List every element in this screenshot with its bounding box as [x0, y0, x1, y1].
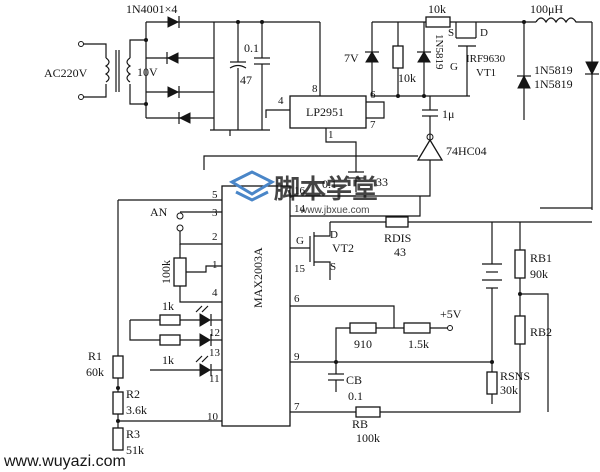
lp-pin8: 8	[312, 83, 318, 95]
output-stage: 100μH 1N5819 1N5819	[517, 2, 599, 210]
max2003a-chip: MAX2003A 5 3 2 1 4 12 13 11 10 16 14 15 …	[207, 185, 421, 427]
max-pin4: 4	[212, 287, 218, 299]
rb-val-label: 100k	[356, 431, 380, 445]
lp-pin1: 1	[328, 129, 334, 141]
rdis-ref-label: RDIS	[384, 231, 411, 245]
lp-pin4: 4	[278, 95, 284, 107]
max-pin12: 12	[209, 327, 220, 339]
diode-1n5819-c-label: 1N5819	[534, 77, 573, 91]
diode-1n5819-b-label: 1N5819	[534, 63, 573, 77]
vt1-drain-label: D	[480, 27, 488, 39]
cap-1u-label: 1μ	[442, 107, 454, 121]
inverter-74hc04-label: 74HC04	[446, 144, 487, 158]
cap-0-1-label: 0.1	[244, 41, 259, 55]
rb2-ref-label: RB2	[530, 325, 552, 339]
r2-val-label: 3.6k	[126, 403, 147, 417]
r1-val-label: 60k	[86, 365, 104, 379]
cap-47-label: 47	[240, 73, 252, 87]
rb-ref-label: RB	[352, 417, 368, 431]
r3-val-label: 51k	[126, 443, 144, 457]
zener-7v-label: 7V	[344, 51, 359, 65]
max-pin7: 7	[294, 401, 300, 413]
top-rail: 10k 7V 10k 1N5819	[344, 2, 536, 98]
vt1-ref-label: VT1	[476, 67, 496, 79]
lp-pin6: 6	[370, 89, 376, 101]
vt2-source-label: S	[330, 261, 336, 273]
vt2-gate-label: G	[296, 235, 304, 247]
watermark-footer-url: www.wuyazi.com	[3, 453, 126, 470]
ac-input: AC220V	[44, 41, 107, 100]
plus-5v-label: +5V	[440, 307, 462, 321]
vt1-source-label: S	[448, 27, 454, 39]
irf9630-label: IRF9630	[466, 53, 506, 65]
cb-val-label: 0.1	[348, 389, 363, 403]
ac-voltage-label: AC220V	[44, 66, 88, 80]
r-10k-mid-label: 10k	[398, 71, 416, 85]
cb-ref-label: CB	[346, 373, 362, 387]
vt1-gate-label: G	[450, 61, 458, 73]
an-switch-label: AN	[150, 205, 168, 219]
diode-1n5819-a-label: 1N5819	[433, 34, 445, 70]
max-pin16: 16	[294, 185, 306, 197]
max-pin13: 13	[209, 347, 221, 359]
rsns-val-label: 30k	[500, 383, 518, 397]
lp2951-regulator: LP2951 8 4 6 7 1	[265, 22, 385, 158]
vt2-drain-label: D	[330, 229, 338, 241]
an-switch-contact[interactable]	[176, 212, 184, 220]
rb1-ref-label: RB1	[530, 251, 552, 265]
max-pin3: 3	[212, 207, 218, 219]
r3-ref-label: R3	[126, 427, 140, 441]
r-910-label: 910	[354, 337, 372, 351]
cap-0-1-b-label: 0.1	[322, 177, 337, 191]
watermark-logo-icon	[228, 170, 276, 202]
max-pin1: 1	[212, 259, 218, 271]
watermark: 脚本学堂 www.jbxue.com www.wuyazi.com	[3, 170, 378, 470]
rdis-val-label: 43	[394, 245, 406, 259]
max-pin9: 9	[294, 351, 300, 363]
r-1k-a-label: 1k	[162, 299, 174, 313]
max-pin6: 6	[294, 293, 300, 305]
watermark-chinese-text: 脚本学堂	[274, 174, 378, 204]
left-network: AN 100k 1k 1k R1 60k R2 3.6k	[86, 199, 222, 457]
lp2951-label: LP2951	[306, 105, 344, 119]
max-pin10: 10	[207, 411, 219, 423]
vt2-ref-label: VT2	[332, 241, 354, 255]
discharge-stage: D VT2 S G RDIS 43	[290, 216, 592, 280]
filter-capacitors: 0.1 47	[210, 20, 320, 136]
r-1-5k-label: 1.5k	[408, 337, 429, 351]
lp-pin7: 7	[370, 119, 376, 131]
transformer: 10V	[104, 39, 158, 105]
r-100k-label: 100k	[159, 260, 173, 284]
max-pin15: 15	[294, 263, 306, 275]
secondary-voltage-label: 10V	[137, 65, 158, 79]
mosfet-vt1: S D G IRF9630 VT1	[448, 22, 506, 96]
decoupling-cap: 0.1 33	[322, 158, 388, 192]
max-pin2: 2	[212, 231, 218, 243]
rsns-ref-label: RSNS	[500, 369, 530, 383]
plus-5v-terminal	[447, 325, 453, 331]
inductor-label: 100μH	[530, 2, 563, 16]
sense-network: RB1 90k RB2 RSNS 30k	[372, 222, 552, 413]
r-1k-b-label: 1k	[162, 353, 174, 367]
max2003a-label: MAX2003A	[251, 247, 265, 308]
max-pin11: 11	[209, 373, 220, 385]
rb1-val-label: 90k	[530, 267, 548, 281]
watermark-center-url: www.jbxue.com	[299, 205, 369, 216]
rectifier-label: 1N4001×4	[126, 2, 177, 16]
feedback-network: +5V 910 1.5k CB 0.1 RB 100k	[290, 305, 494, 445]
max-pin14: 14	[294, 203, 306, 215]
pin-33-label: 33	[376, 175, 388, 189]
r2-ref-label: R2	[126, 387, 140, 401]
max-pin5: 5	[212, 189, 218, 201]
r-10k-top-label: 10k	[428, 2, 446, 16]
r1-ref-label: R1	[88, 349, 102, 363]
bridge-rectifier: 1N4001×4	[126, 2, 215, 130]
